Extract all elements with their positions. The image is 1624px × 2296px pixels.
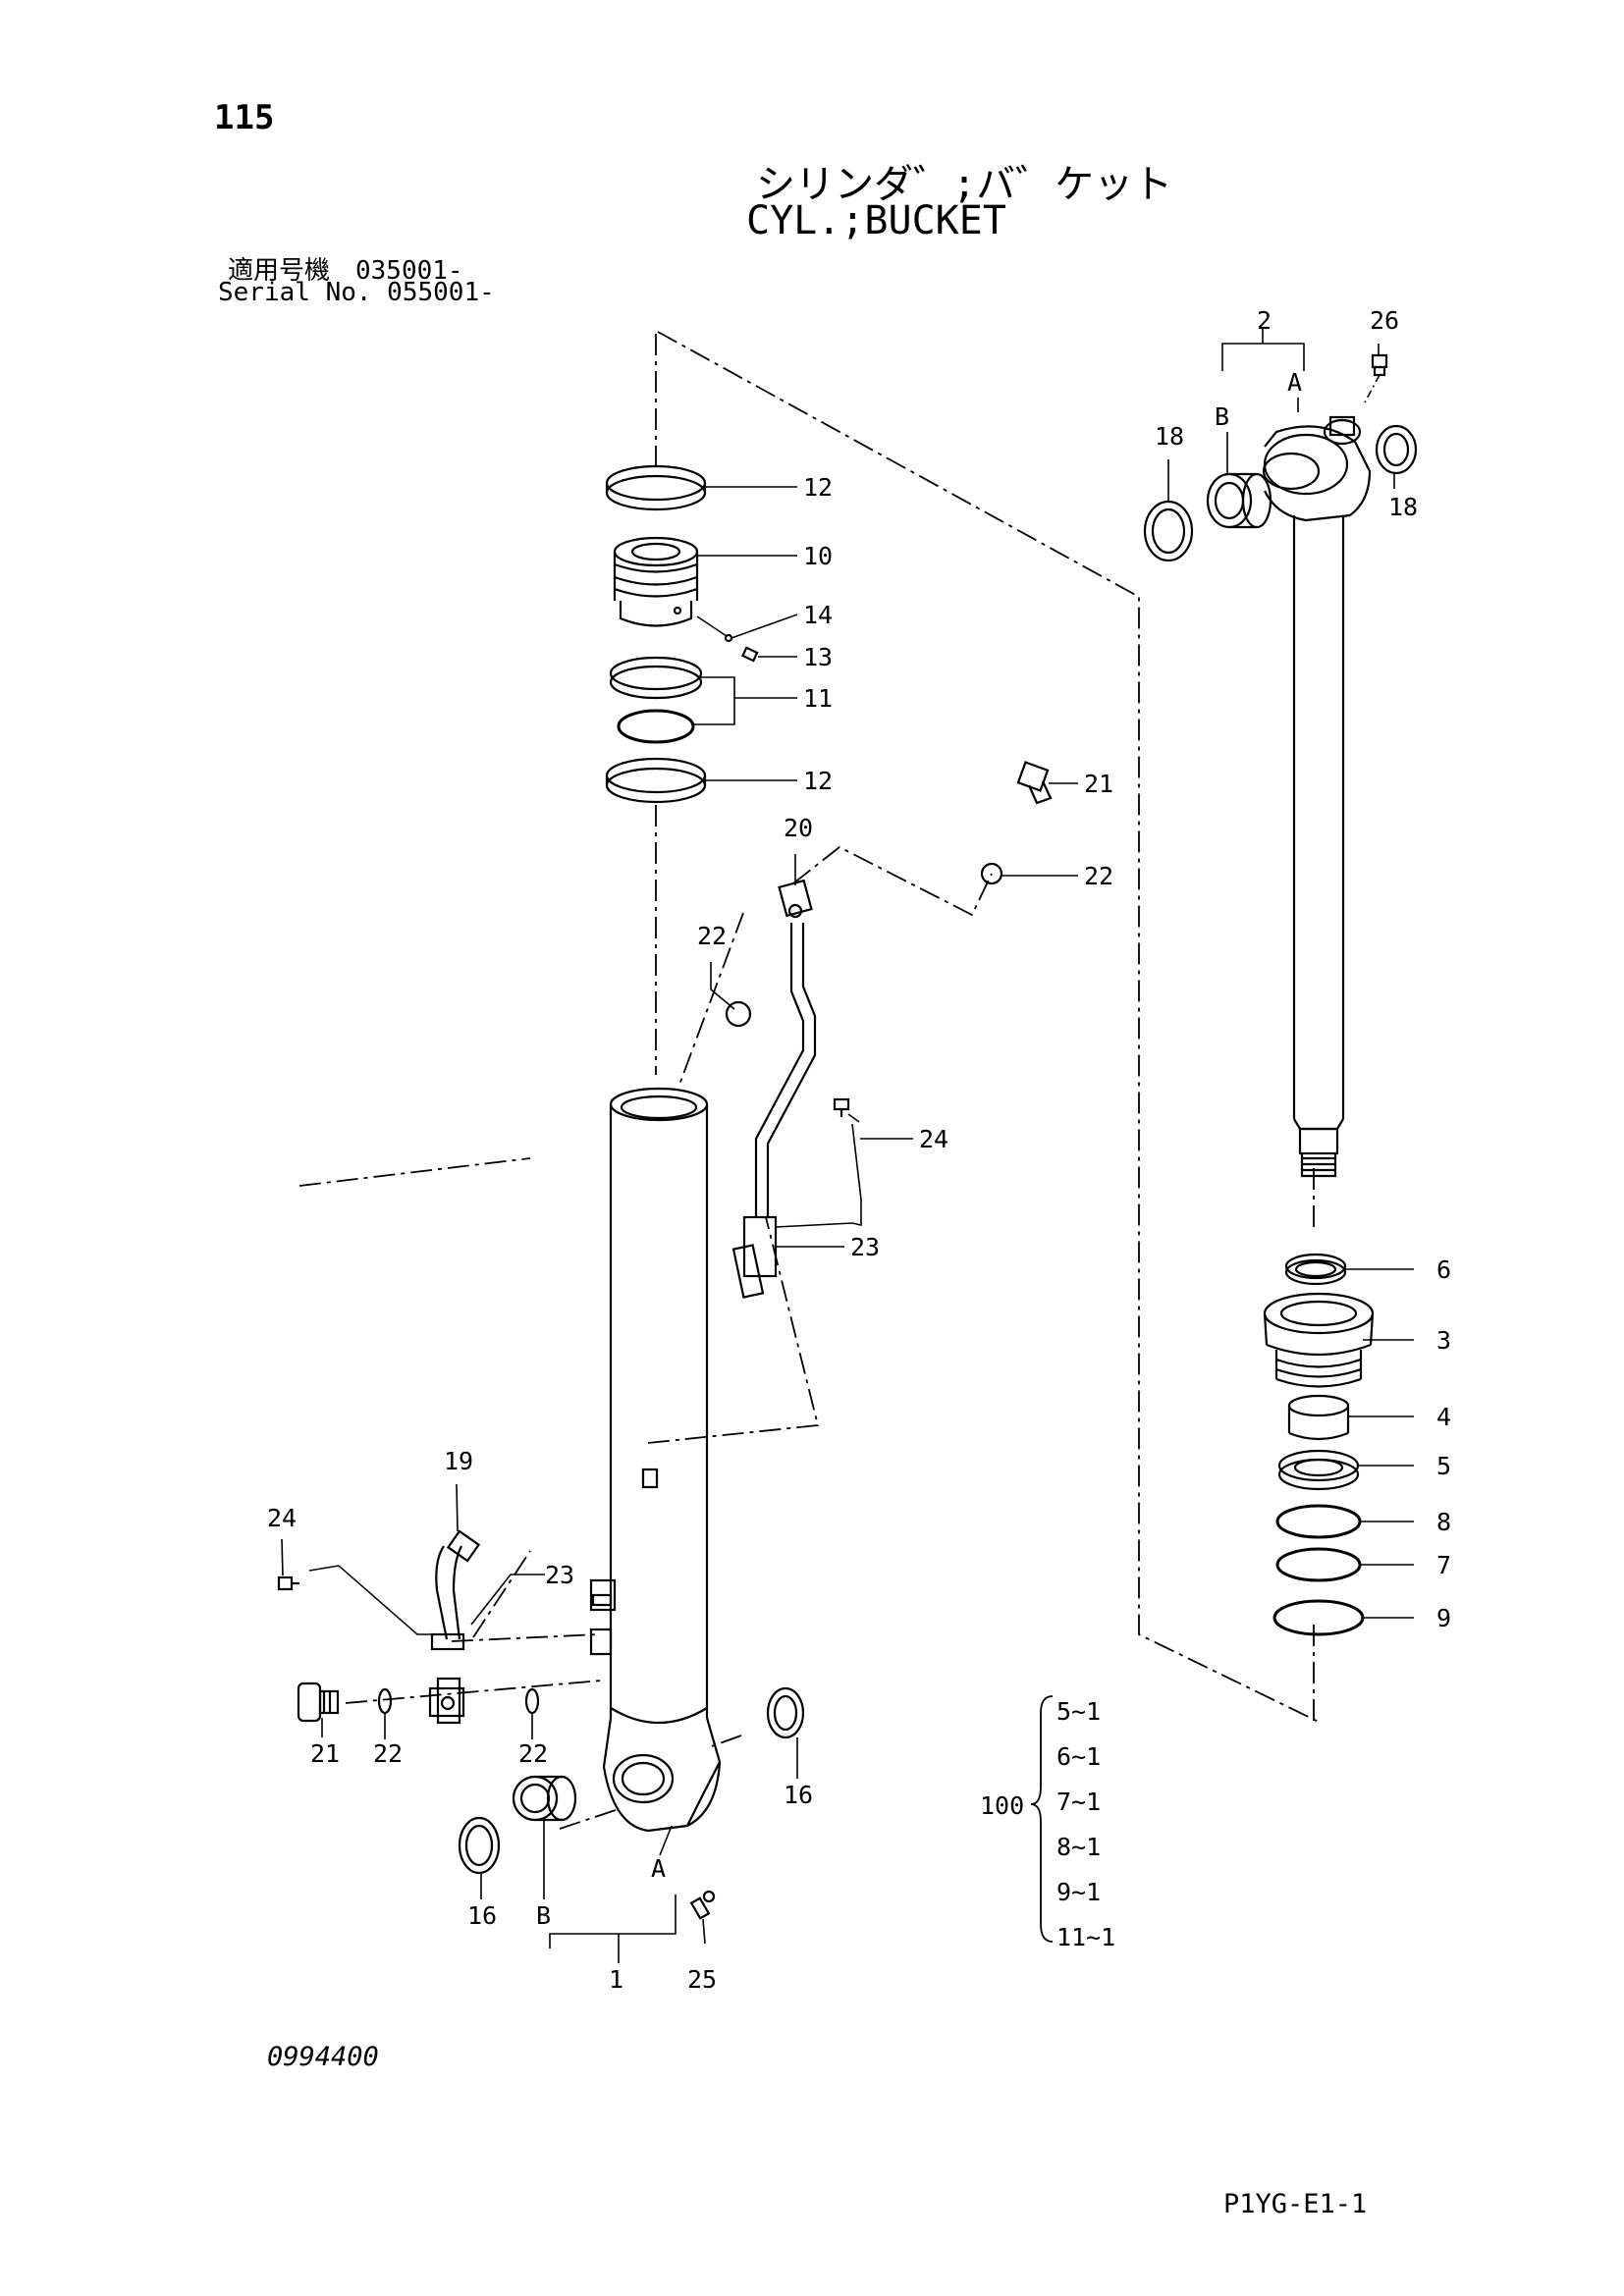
o-ring-22-bottom-a: [377, 1687, 393, 1715]
serial-number-japanese: 適用号機 035001-: [228, 256, 463, 286]
callout-23-top: 23: [850, 1233, 880, 1261]
dust-seal-16-left: [458, 1816, 501, 1875]
piston-3: [1263, 1292, 1375, 1388]
seal-5: [1277, 1449, 1360, 1491]
grease-fitting-25: [689, 1890, 716, 1920]
dust-seal-18-right: [1375, 424, 1418, 475]
piston-rod-2: [1262, 415, 1372, 1178]
callout-22-bottom-b: 22: [518, 1739, 548, 1768]
callout-21-top: 21: [1084, 770, 1113, 798]
o-ring-7: [1275, 1547, 1362, 1582]
label-a-tube: A: [651, 1854, 666, 1883]
callout-11: 11: [803, 684, 833, 713]
kit-item: 9~1: [1056, 1878, 1101, 1906]
callout-2: 2: [1257, 306, 1272, 335]
kit-number: 100: [980, 1791, 1024, 1820]
seal-6: [1284, 1253, 1347, 1286]
kit-item: 6~1: [1056, 1742, 1101, 1771]
assembly-centerlines: [298, 331, 1322, 1830]
o-ring-22-top-left: [725, 1000, 752, 1028]
callout-24-left: 24: [267, 1504, 297, 1532]
rod-head-10: [613, 536, 699, 627]
leader-lines: [281, 329, 1414, 1963]
callout-18-right: 18: [1388, 493, 1418, 521]
o-ring-8: [1275, 1504, 1362, 1539]
callout-6: 6: [1436, 1255, 1451, 1284]
bushing-4: [1287, 1394, 1350, 1441]
label-a-rod: A: [1287, 368, 1302, 397]
drawing-number: 0994400: [267, 2042, 379, 2072]
dust-seal-16-right: [766, 1686, 805, 1739]
kit-item: 5~1: [1056, 1697, 1101, 1726]
pipe-20: [731, 879, 817, 1299]
callout-13: 13: [803, 643, 833, 671]
callout-5: 5: [1436, 1452, 1451, 1480]
dust-seal-18-left: [1143, 500, 1194, 562]
callout-19: 19: [444, 1447, 473, 1475]
callout-26: 26: [1370, 306, 1399, 335]
callout-21-bottom: 21: [310, 1739, 340, 1768]
callout-4: 4: [1436, 1403, 1451, 1431]
seal-11: [609, 656, 703, 744]
plug-21-bottom: [297, 1682, 340, 1723]
label-b-rod: B: [1215, 402, 1229, 431]
bushing-b-tube: [512, 1775, 577, 1822]
callout-16-right: 16: [784, 1781, 813, 1809]
label-b-tube: B: [536, 1901, 551, 1930]
callout-22-top-right: 22: [1084, 862, 1113, 890]
o-ring-22-top-right: [980, 862, 1003, 885]
callout-25: 25: [687, 1965, 717, 1994]
callout-12-bottom: 12: [803, 767, 833, 795]
callout-1: 1: [609, 1965, 623, 1994]
callout-24-top: 24: [919, 1125, 948, 1153]
callout-8: 8: [1436, 1508, 1451, 1536]
title-english: CYL.;BUCKET: [746, 198, 1006, 243]
callout-14: 14: [803, 601, 833, 629]
title-japanese: シリンダ゛;バ゛ケット: [756, 162, 1173, 207]
serial-number-english: Serial No. 055001-: [218, 278, 495, 307]
callout-12-top: 12: [803, 473, 833, 502]
backup-ring-12-top: [605, 464, 707, 511]
callout-16-left: 16: [467, 1901, 497, 1930]
callout-7: 7: [1436, 1551, 1451, 1579]
clamp-23-top: [775, 1123, 862, 1228]
callout-3: 3: [1436, 1326, 1451, 1355]
kit-item: 11~1: [1056, 1923, 1115, 1951]
callout-22-bottom-a: 22: [373, 1739, 403, 1768]
o-ring-22-bottom-b: [524, 1687, 540, 1715]
plug-21-top: [1016, 761, 1053, 805]
page-number: 115: [214, 98, 275, 137]
screw-24-left: [277, 1565, 447, 1635]
callout-23-left: 23: [545, 1561, 574, 1589]
kit-item: 8~1: [1056, 1833, 1101, 1861]
callout-labels: 12 10 14 13 11 12 21 20 22 22 24 23 19 2…: [267, 306, 1451, 1994]
set-screw-13: [740, 646, 759, 663]
o-ring-9: [1272, 1599, 1365, 1636]
callout-9: 9: [1436, 1604, 1451, 1632]
grease-fitting-26: [1364, 353, 1388, 403]
backup-ring-12-bottom: [605, 757, 707, 804]
kit-item: 7~1: [1056, 1788, 1101, 1816]
callout-20: 20: [784, 814, 813, 842]
bushing-b-rod: [1206, 472, 1272, 529]
kit-brace: [1030, 1695, 1054, 1943]
screw-24-top: [833, 1097, 860, 1123]
cylinder-tube-1: [589, 1087, 722, 1833]
page-code: P1YG-E1-1: [1223, 2189, 1368, 2219]
callout-18-left: 18: [1155, 422, 1184, 451]
callout-22-top-left: 22: [697, 922, 727, 950]
callout-10: 10: [803, 542, 833, 570]
pipe-19: [428, 1529, 481, 1725]
